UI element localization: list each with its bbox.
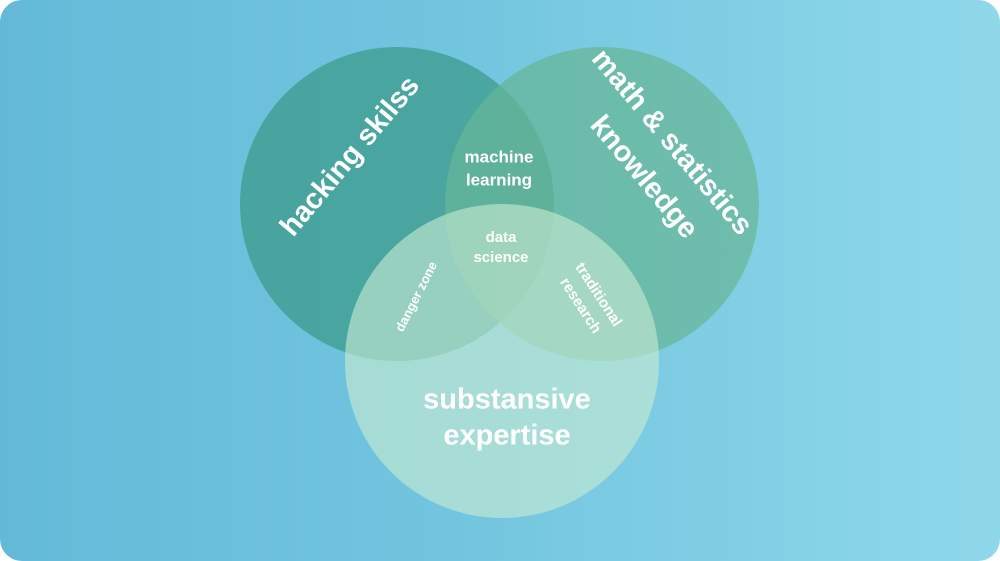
label-substantive-line2: expertise: [443, 420, 570, 452]
label-machine-learning-line1: machine: [465, 147, 534, 166]
label-data-science-line2: science: [473, 249, 528, 266]
label-substantive-line1: substansive: [423, 384, 591, 416]
label-data-science-line1: data: [486, 229, 518, 246]
circle-substantive-expertise: [345, 204, 659, 518]
label-machine-learning-line2: learning: [466, 170, 532, 189]
